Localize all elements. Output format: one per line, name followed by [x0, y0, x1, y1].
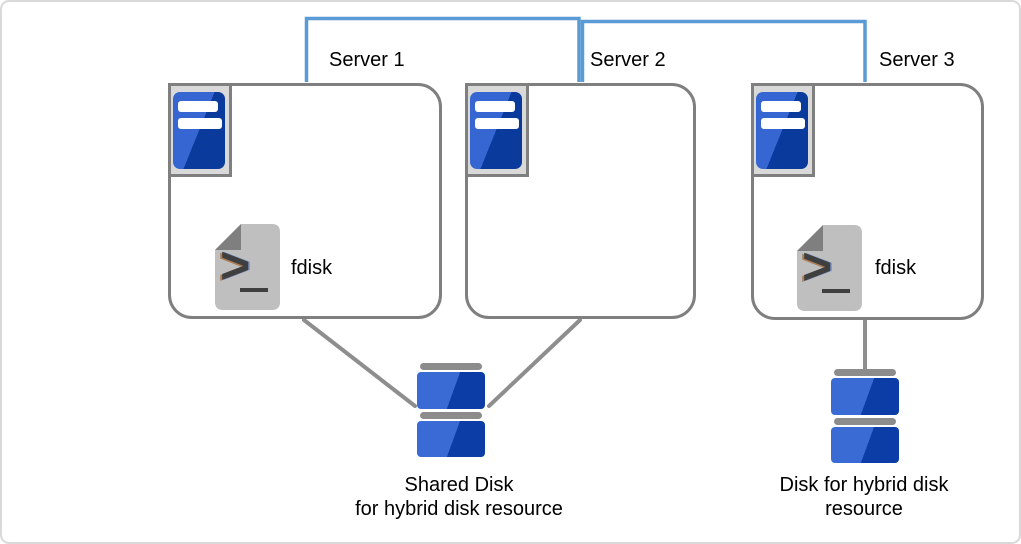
disk-cap	[420, 412, 482, 419]
server-slot-bar	[475, 101, 515, 112]
disk-platter	[417, 421, 485, 457]
server-slot-bar	[761, 101, 801, 112]
hybrid-disk-caption: Disk for hybrid disk resource	[744, 473, 984, 521]
prompt-glyph-shadow: >	[804, 238, 834, 296]
disk-cap	[834, 369, 896, 376]
disk-platter	[831, 427, 899, 463]
server-slot-bar	[475, 118, 519, 129]
server-tower-icon	[465, 83, 529, 177]
shared-disk-caption: Shared Disk for hybrid disk resource	[339, 473, 579, 521]
fdisk-label-server1: fdisk	[291, 257, 333, 279]
disk-platter	[831, 378, 899, 415]
server-2-box	[465, 83, 696, 319]
network-link-server2-server3	[580, 19, 867, 82]
server-tower-body	[173, 92, 225, 169]
script-fold	[797, 225, 823, 251]
server-tower-body	[470, 92, 522, 169]
prompt-underscore	[822, 289, 850, 293]
hybrid-disk-caption-line1: Disk for hybrid disk	[779, 474, 949, 496]
server-1-label: Server 1	[329, 49, 405, 71]
shell-script-icon: > > >	[215, 224, 280, 310]
prompt-glyph-shadow: >	[218, 238, 248, 296]
server-slot-bar	[178, 101, 218, 112]
server-slot-bar	[178, 118, 222, 129]
shared-disk-icon	[417, 363, 485, 457]
server-2-label: Server 2	[590, 49, 666, 71]
server1-shared-disk-link	[302, 318, 417, 408]
server-tower-icon	[168, 83, 232, 177]
server-3-label: Server 3	[879, 49, 955, 71]
shared-disk-caption-line2: for hybrid disk resource	[355, 498, 563, 520]
prompt-glyph: >	[220, 237, 250, 295]
hybrid-disk-icon	[831, 369, 899, 463]
server-tower-icon	[751, 83, 815, 177]
disk-platter	[417, 372, 485, 409]
server-1-box	[168, 83, 442, 319]
shell-script-icon: > > >	[797, 225, 862, 311]
fdisk-label-server3: fdisk	[875, 257, 917, 279]
prompt-glyph: >	[802, 238, 832, 296]
script-fold	[215, 224, 241, 250]
shared-disk-caption-line1: Shared Disk	[404, 474, 514, 496]
prompt-glyph-shadow: >	[800, 239, 830, 297]
hybrid-disk-caption-line2: resource	[825, 498, 903, 520]
server-slot-bar	[761, 118, 805, 129]
disk-cap	[420, 363, 482, 370]
prompt-glyph-shadow: >	[222, 237, 252, 295]
prompt-underscore	[240, 288, 268, 292]
disk-cap	[834, 418, 896, 425]
server-tower-body	[756, 92, 808, 169]
server2-shared-disk-link	[487, 318, 582, 408]
server-3-box	[751, 83, 984, 320]
network-link-server1-server2	[304, 16, 581, 82]
